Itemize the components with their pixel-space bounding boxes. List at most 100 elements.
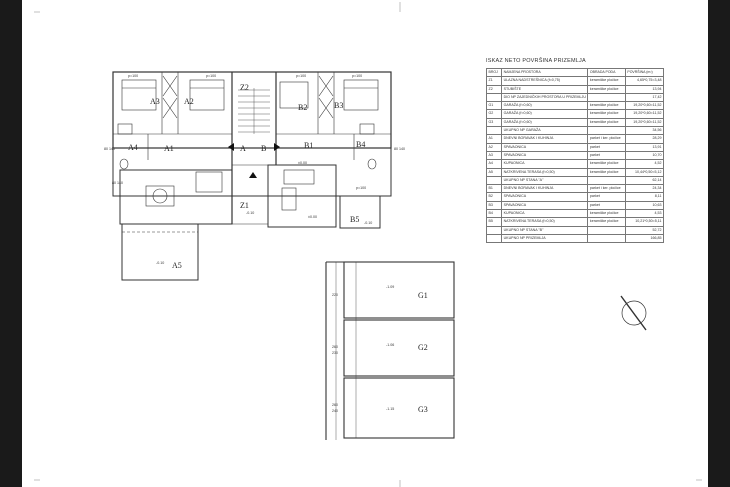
table-cell: G1 bbox=[485, 101, 503, 111]
area-table: BROJ NAMJENA PROSTORA OBRADA PODA POVRŠI… bbox=[485, 67, 665, 244]
garage-dim-g3: 240 bbox=[332, 409, 338, 413]
table-cell: SPAVAONICA bbox=[501, 192, 589, 202]
table-cell: keramičke pločice bbox=[587, 209, 626, 219]
table-cell: 19,20*0,60=11,52 bbox=[624, 101, 665, 111]
table-cell: DIO NP ZAJEDNIČKIH PROSTORA U PRIZEMLJU bbox=[501, 92, 589, 103]
side-dim-b4: 80 140 bbox=[394, 147, 405, 151]
room-label-g3: G3 bbox=[418, 405, 428, 414]
area-table-block: ISKAZ NETO POVRŠINA PRIZEMLJA BROJ NAMJE… bbox=[485, 58, 665, 244]
table-cell bbox=[485, 233, 503, 244]
right-margin bbox=[708, 0, 730, 487]
side-dim-b5: p=100 bbox=[356, 186, 366, 190]
table-cell: 52,72 bbox=[624, 225, 665, 235]
table-cell: parket bbox=[587, 200, 626, 211]
opening-label-a3: p=100 bbox=[128, 74, 138, 78]
table-cell: parket i ker. pločice bbox=[587, 134, 626, 144]
table-cell: 19,20*0,60=11,52 bbox=[624, 117, 665, 128]
room-label-a2: A2 bbox=[184, 97, 194, 106]
header-cell: NAMJENA PROSTORA bbox=[501, 67, 589, 78]
table-cell bbox=[485, 175, 503, 186]
area-table-title: ISKAZ NETO POVRŠINA PRIZEMLJA bbox=[486, 58, 586, 64]
table-cell: ULAZNA NADSTREŠNICA (f=0,75) bbox=[501, 76, 589, 86]
table-cell: keramičke pločice bbox=[587, 109, 626, 119]
table-cell: A1 bbox=[485, 134, 503, 144]
table-cell: GARAŽA (f=0,60) bbox=[501, 109, 589, 119]
table-cell: B5 bbox=[485, 217, 503, 227]
room-label-b3: B3 bbox=[334, 101, 343, 110]
table-cell: keramičke pločice bbox=[587, 76, 626, 86]
table-cell bbox=[587, 92, 626, 103]
table-cell: 19,20*0,60=11,52 bbox=[624, 109, 665, 119]
level-b1: ±0.00 bbox=[298, 161, 307, 165]
table-cell: 8,11 bbox=[624, 192, 665, 202]
table-cell: UKUPNO NP STANA "A" bbox=[501, 175, 589, 186]
table-cell: 13,94 bbox=[624, 84, 665, 94]
table-cell bbox=[485, 225, 503, 235]
header-cell: BROJ bbox=[485, 67, 503, 78]
level-g3: -1.15 bbox=[386, 407, 394, 411]
table-cell: A4 bbox=[485, 159, 503, 169]
room-label-b4: B4 bbox=[356, 140, 365, 149]
table-cell bbox=[485, 126, 503, 136]
table-cell: 4,65*0,75=3,48 bbox=[624, 76, 665, 86]
garage-dim-g2: 230 bbox=[332, 351, 338, 355]
table-cell: B2 bbox=[485, 192, 503, 202]
table-cell: parket bbox=[587, 150, 626, 161]
table-cell: SPAVAONICA bbox=[501, 150, 589, 161]
table-cell: B1 bbox=[485, 184, 503, 194]
room-label-g1: G1 bbox=[418, 291, 428, 300]
room-label-a1: A1 bbox=[164, 144, 174, 153]
opening-label-b2: p=100 bbox=[296, 74, 306, 78]
level-g2: -1.06 bbox=[386, 343, 394, 347]
table-cell: 13,91 bbox=[624, 142, 665, 152]
table-cell: 10,70 bbox=[624, 150, 665, 161]
left-margin bbox=[0, 0, 22, 487]
table-cell: B4 bbox=[485, 209, 503, 219]
room-label-a3: A3 bbox=[150, 97, 160, 106]
room-label-b2: B2 bbox=[298, 103, 307, 112]
table-cell: 34,56 bbox=[624, 126, 665, 136]
room-label-b5: B5 bbox=[350, 215, 359, 224]
garage-dim-g1: 220 bbox=[332, 293, 338, 297]
table-cell: 24,34 bbox=[624, 184, 665, 194]
table-cell: 28,29 bbox=[624, 134, 665, 144]
table-cell: 4,52 bbox=[624, 159, 665, 169]
table-cell: 10,21*0,50=5,11 bbox=[624, 217, 665, 227]
table-cell: A2 bbox=[485, 142, 503, 152]
table-row: UKUPNO NP STANA "A" 62,14 bbox=[485, 175, 665, 186]
room-label-z1: Z1 bbox=[240, 201, 249, 210]
table-cell: UKUPNO NP GARAŽA bbox=[501, 126, 589, 136]
table-cell: STUBIŠTE bbox=[501, 84, 589, 94]
table-cell: 17,42 bbox=[624, 92, 665, 103]
table-cell: NATKRIVENA TERASA (f=0,50) bbox=[501, 167, 589, 177]
table-cell: keramičke pločice bbox=[587, 84, 626, 94]
table-cell: 10,63 bbox=[624, 200, 665, 211]
side-dim-a1: 80 140 bbox=[112, 181, 123, 185]
table-cell: parket bbox=[587, 192, 626, 202]
table-cell: parket bbox=[587, 142, 626, 152]
garage-dim-g3-top: 260 bbox=[332, 403, 338, 407]
table-row: DIO NP ZAJEDNIČKIH PROSTORA U PRIZEMLJU 1… bbox=[485, 92, 665, 103]
table-cell bbox=[587, 233, 626, 244]
table-cell: A3 bbox=[485, 150, 503, 161]
table-cell: A5 bbox=[485, 167, 503, 177]
table-cell: 62,14 bbox=[624, 175, 665, 186]
table-cell: keramičke pločice bbox=[587, 101, 626, 111]
table-cell: 4,53 bbox=[624, 209, 665, 219]
table-cell: SPAVAONICA bbox=[501, 142, 589, 152]
table-cell: UKUPNO NP STANA "B" bbox=[501, 225, 589, 235]
table-cell: DNEVNI BORAVAK I KUHINJA bbox=[501, 134, 589, 144]
level-z1: -0.10 bbox=[246, 211, 254, 215]
table-cell bbox=[485, 92, 503, 103]
